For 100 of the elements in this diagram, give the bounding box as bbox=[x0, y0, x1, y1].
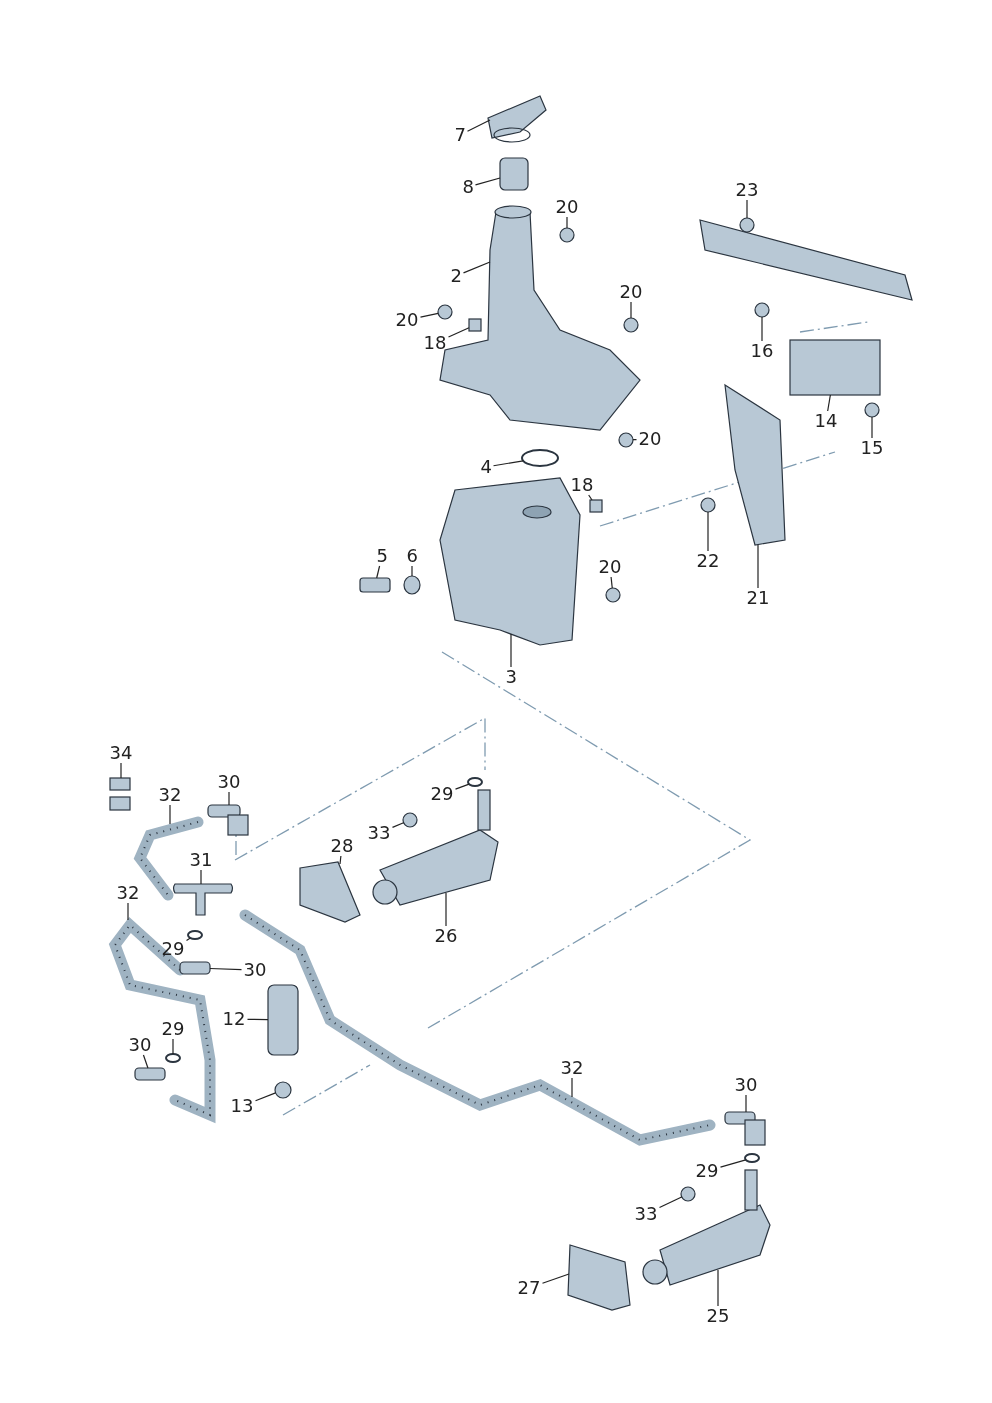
callout-number: 27 bbox=[517, 1279, 541, 1297]
leader-line bbox=[120, 762, 122, 779]
leader-line bbox=[172, 1038, 174, 1055]
callout-number: 5 bbox=[376, 547, 388, 565]
leader-line bbox=[169, 804, 171, 825]
callout-number: 4 bbox=[480, 458, 492, 476]
leader-line bbox=[746, 199, 748, 219]
callout-number: 21 bbox=[746, 589, 770, 607]
leader-line bbox=[411, 565, 413, 577]
leader-line bbox=[719, 1159, 747, 1168]
leader-line bbox=[185, 937, 191, 941]
callout-number: 29 bbox=[161, 940, 185, 958]
leader-line bbox=[228, 791, 230, 806]
nozzle-cover-drawing bbox=[567, 1244, 631, 1311]
callout-number: 29 bbox=[430, 785, 454, 803]
level-sensor-drawing bbox=[359, 577, 391, 593]
leader-line bbox=[466, 119, 491, 132]
hose-clip-drawing bbox=[109, 777, 131, 811]
callout-number: 20 bbox=[395, 311, 419, 329]
leader-line bbox=[871, 416, 873, 439]
seal-ring-icon bbox=[744, 1153, 760, 1163]
leader-line bbox=[376, 565, 381, 579]
t-connector-drawing bbox=[172, 883, 234, 916]
leader-line bbox=[445, 892, 447, 927]
callout-number: 23 bbox=[735, 181, 759, 199]
filler-cap-drawing bbox=[487, 95, 547, 143]
leader-line bbox=[339, 855, 342, 865]
callout-number: 30 bbox=[734, 1076, 758, 1094]
leader-line bbox=[632, 438, 638, 441]
bolt-icon bbox=[623, 317, 639, 333]
callout-number: 22 bbox=[696, 552, 720, 570]
elbow-connector-drawing bbox=[207, 804, 249, 836]
leader-line bbox=[745, 1094, 747, 1113]
clip-nut-icon bbox=[468, 318, 482, 332]
filler-sleeve-drawing bbox=[499, 157, 529, 191]
leader-line bbox=[454, 783, 470, 790]
leader-line bbox=[492, 460, 524, 467]
callout-number: 2 bbox=[450, 267, 462, 285]
callout-number: 32 bbox=[158, 786, 182, 804]
callout-number: 8 bbox=[462, 178, 474, 196]
leader-line bbox=[827, 394, 831, 412]
seal-ring-icon bbox=[521, 449, 559, 467]
nut-icon bbox=[754, 302, 770, 318]
leader-line bbox=[566, 216, 568, 229]
callout-number: 31 bbox=[189, 851, 213, 869]
leader-line bbox=[474, 177, 501, 186]
bracket-plate-drawing bbox=[724, 383, 786, 546]
callout-number: 20 bbox=[619, 283, 643, 301]
elbow-connector-drawing bbox=[724, 1111, 766, 1146]
callout-number: 20 bbox=[598, 558, 622, 576]
callout-number: 33 bbox=[367, 824, 391, 842]
leader-line bbox=[707, 511, 709, 552]
callout-number: 18 bbox=[570, 476, 594, 494]
bolt-icon bbox=[739, 217, 755, 233]
callout-number: 33 bbox=[634, 1205, 658, 1223]
bolt-icon bbox=[618, 432, 634, 448]
callout-number: 29 bbox=[161, 1020, 185, 1038]
leader-line bbox=[630, 301, 632, 319]
bolt-icon bbox=[680, 1186, 696, 1202]
leader-line bbox=[761, 316, 763, 342]
leader-line bbox=[541, 1273, 570, 1284]
callout-number: 32 bbox=[116, 884, 140, 902]
callout-number: 7 bbox=[454, 126, 466, 144]
leader-line bbox=[462, 261, 491, 274]
leader-line bbox=[658, 1196, 683, 1209]
leader-line bbox=[610, 576, 613, 589]
callout-number: 14 bbox=[814, 412, 838, 430]
callout-number: 30 bbox=[128, 1036, 152, 1054]
bolt-icon bbox=[437, 304, 453, 320]
bolt-icon bbox=[605, 587, 621, 603]
nozzle-cover-drawing bbox=[299, 861, 361, 923]
callout-number: 3 bbox=[505, 668, 517, 686]
callout-number: 30 bbox=[243, 961, 267, 979]
hose-drawing bbox=[108, 916, 216, 1124]
callout-number: 20 bbox=[638, 430, 662, 448]
leader-line bbox=[209, 967, 243, 971]
bolt-icon bbox=[700, 497, 716, 513]
callout-number: 16 bbox=[750, 342, 774, 360]
callout-number: 12 bbox=[222, 1010, 246, 1028]
callout-number: 30 bbox=[217, 773, 241, 791]
leader-line bbox=[447, 327, 470, 338]
leader-line bbox=[391, 822, 405, 828]
leader-line bbox=[200, 869, 202, 885]
clip-nut-icon bbox=[589, 499, 603, 513]
leader-line bbox=[254, 1092, 277, 1102]
callout-number: 34 bbox=[109, 744, 133, 762]
leader-line bbox=[571, 1077, 573, 1098]
callout-number: 13 bbox=[230, 1097, 254, 1115]
seal-ring-icon bbox=[467, 777, 483, 787]
callout-number: 32 bbox=[560, 1059, 584, 1077]
grommet-icon bbox=[403, 575, 421, 595]
bolt-icon bbox=[864, 402, 880, 418]
leader-line bbox=[419, 312, 439, 318]
callout-number: 20 bbox=[555, 198, 579, 216]
leader-line bbox=[717, 1269, 719, 1307]
leader-line bbox=[757, 544, 759, 589]
callout-number: 25 bbox=[706, 1307, 730, 1325]
callout-number: 29 bbox=[695, 1162, 719, 1180]
leader-line bbox=[588, 494, 593, 501]
mount-drawing bbox=[789, 339, 881, 396]
